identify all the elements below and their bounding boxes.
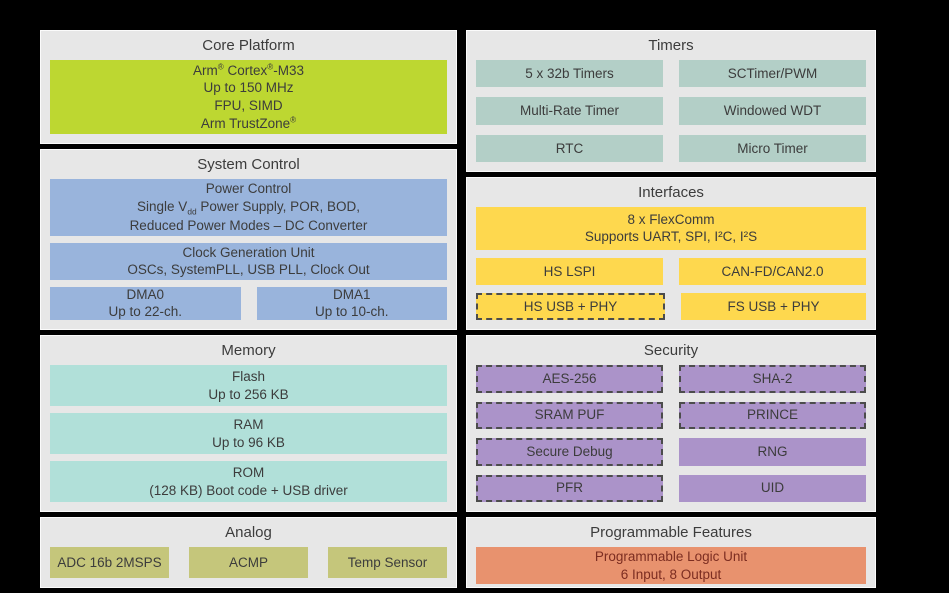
flexcomm-line: Supports UART, SPI, I²C, I²S [584, 229, 758, 245]
plu-line: Programmable Logic Unit [594, 549, 748, 564]
dma0-line: DMA0 [126, 286, 164, 302]
dma1-line: Up to 10-ch. [314, 304, 389, 320]
timers-title: Timers [648, 37, 694, 54]
block-pfr: PFR [476, 474, 663, 502]
block-flexcomm: 8 x FlexComm Supports UART, SPI, I²C, I²… [476, 207, 866, 250]
cpu-line: Arm TrustZone® [200, 115, 297, 131]
block-acmp: ACMP [189, 547, 308, 578]
cpu-line: Up to 150 MHz [203, 80, 294, 96]
block-dma0: DMA0 Up to 22-ch. [50, 286, 241, 320]
programmable-features-title: Programmable Features [590, 524, 752, 541]
flash-line: Flash [231, 368, 265, 384]
panel-timers: Timers 5 x 32b Timers SCTimer/PWM Multi-… [466, 30, 876, 172]
clock-gen-line: OSCs, SystemPLL, USB PLL, Clock Out [127, 262, 370, 278]
flexcomm-line: 8 x FlexComm [627, 211, 715, 227]
panel-memory: Memory Flash Up to 256 KB RAM Up to 96 K… [40, 335, 457, 512]
block-rtc: RTC [476, 134, 663, 162]
interfaces-title: Interfaces [638, 184, 704, 201]
core-platform-title: Core Platform [202, 37, 295, 54]
dma0-line: Up to 22-ch. [108, 304, 183, 320]
block-uid: UID [679, 474, 866, 502]
block-hs-usb-phy: HS USB + PHY [476, 292, 665, 320]
power-control-line: Power Control [205, 181, 292, 196]
block-fs-usb-phy: FS USB + PHY [681, 292, 866, 320]
analog-title: Analog [225, 524, 272, 541]
rom-line: (128 KB) Boot code + USB driver [149, 482, 348, 498]
block-adc: ADC 16b 2MSPS [50, 547, 169, 578]
block-windowed-wdt: Windowed WDT [679, 97, 866, 125]
block-micro-timer: Micro Timer [679, 134, 866, 162]
block-secure-debug: Secure Debug [476, 438, 663, 466]
panel-interfaces: Interfaces 8 x FlexComm Supports UART, S… [466, 177, 876, 330]
block-ram: RAM Up to 96 KB [50, 413, 447, 454]
panel-system-control: System Control Power Control Single Vdd … [40, 149, 457, 330]
block-sha-2: SHA-2 [679, 365, 866, 393]
panel-programmable-features: Programmable Features Programmable Logic… [466, 517, 876, 588]
block-rng: RNG [679, 438, 866, 466]
ram-line: Up to 96 KB [212, 434, 285, 450]
cpu-line: FPU, SIMD [214, 98, 283, 113]
ram-line: RAM [233, 416, 264, 432]
block-power-control: Power Control Single Vdd Power Supply, P… [50, 179, 447, 236]
block-32b-timers: 5 x 32b Timers [476, 60, 663, 88]
block-sctimer-pwm: SCTimer/PWM [679, 60, 866, 88]
block-can-fd: CAN-FD/CAN2.0 [679, 257, 866, 285]
rom-line: ROM [232, 464, 265, 480]
dma1-line: DMA1 [332, 286, 371, 302]
clock-gen-line: Clock Generation Unit [182, 244, 315, 260]
system-control-title: System Control [197, 156, 300, 173]
block-flash: Flash Up to 256 KB [50, 365, 447, 406]
panel-analog: Analog ADC 16b 2MSPS ACMP Temp Sensor [40, 517, 457, 588]
block-programmable-logic-unit: Programmable Logic Unit 6 Input, 8 Outpu… [476, 547, 866, 585]
block-prince: PRINCE [679, 401, 866, 429]
block-clock-generation-unit: Clock Generation Unit OSCs, SystemPLL, U… [50, 242, 447, 280]
block-aes-256: AES-256 [476, 365, 663, 393]
block-rom: ROM (128 KB) Boot code + USB driver [50, 461, 447, 502]
block-dma1: DMA1 Up to 10-ch. [256, 286, 447, 320]
power-control-line: Reduced Power Modes – DC Converter [129, 218, 368, 234]
block-multi-rate-timer: Multi-Rate Timer [476, 97, 663, 125]
memory-title: Memory [221, 342, 276, 359]
panel-core-platform: Core Platform Arm® Cortex®-M33 Up to 150… [40, 30, 457, 144]
power-control-line: Single Vdd Power Supply, POR, BOD, [137, 198, 360, 217]
panel-security: Security AES-256 SHA-2 SRAM PUF PRINCE S… [466, 335, 876, 512]
block-arm-cortex-m33: Arm® Cortex®-M33 Up to 150 MHz FPU, SIMD… [50, 60, 447, 134]
block-hs-lspi: HS LSPI [476, 257, 663, 285]
block-temp-sensor: Temp Sensor [328, 547, 447, 578]
flash-line: Up to 256 KB [208, 386, 289, 402]
plu-line: 6 Input, 8 Output [620, 566, 722, 582]
block-sram-puf: SRAM PUF [476, 401, 663, 429]
security-title: Security [643, 342, 699, 359]
cpu-line: Arm® Cortex®-M33 [193, 62, 304, 78]
